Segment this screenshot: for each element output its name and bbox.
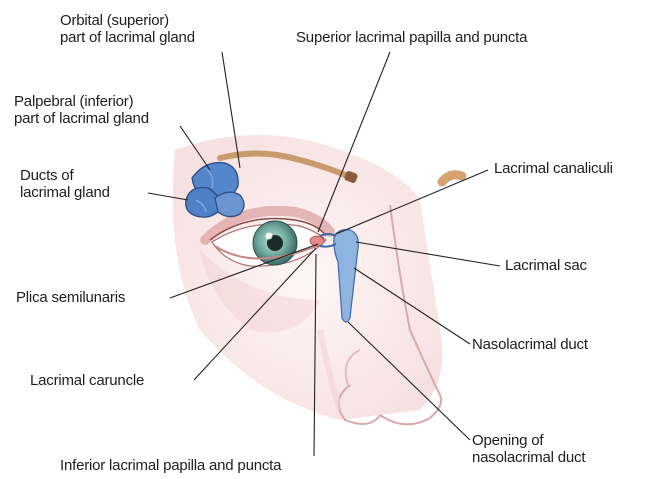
label-lacrimal-caruncle: Lacrimal caruncle bbox=[30, 372, 144, 389]
label-palpebral-part: Palpebral (inferior) part of lacrimal gl… bbox=[14, 93, 149, 127]
label-nasolacrimal-duct: Nasolacrimal duct bbox=[472, 336, 588, 353]
label-plica-semilunaris: Plica semilunaris bbox=[16, 289, 125, 306]
label-lacrimal-sac: Lacrimal sac bbox=[505, 257, 587, 274]
label-orbital-part: Orbital (superior) part of lacrimal glan… bbox=[60, 12, 195, 46]
other-eyebrow bbox=[442, 175, 462, 182]
label-opening-nasolacrimal-duct: Opening of nasolacrimal duct bbox=[472, 432, 585, 466]
label-lacrimal-canaliculi: Lacrimal canaliculi bbox=[494, 160, 613, 177]
label-superior-papilla: Superior lacrimal papilla and puncta bbox=[296, 29, 527, 46]
label-inferior-papilla: Inferior lacrimal papilla and puncta bbox=[60, 457, 281, 474]
label-ducts-of-gland: Ducts of lacrimal gland bbox=[20, 167, 110, 201]
